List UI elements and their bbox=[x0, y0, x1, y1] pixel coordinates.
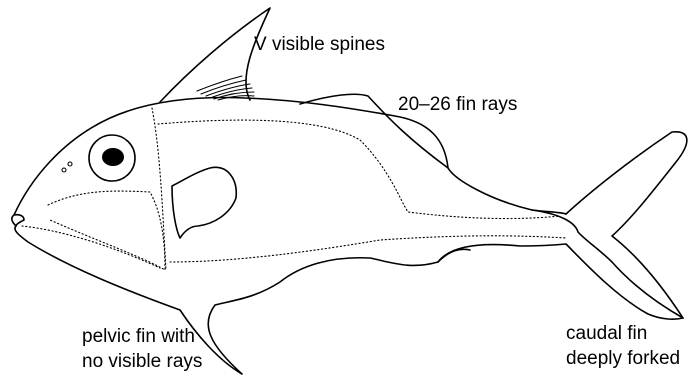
label-fin-rays: 20–26 fin rays bbox=[398, 94, 517, 115]
label-pelvic-line1: pelvic fin with bbox=[82, 326, 195, 347]
label-pelvic-line2: no visible rays bbox=[82, 351, 202, 372]
label-spines: V visible spines bbox=[254, 34, 385, 55]
nostril-rear bbox=[68, 162, 72, 166]
upper-lateral-line bbox=[158, 120, 560, 218]
label-caudal-line2: deeply forked bbox=[566, 348, 680, 369]
label-caudal-line1: caudal fin bbox=[566, 323, 647, 344]
jaw-line bbox=[22, 226, 160, 268]
dorsal-spines bbox=[197, 76, 254, 100]
nostril-front bbox=[62, 168, 66, 172]
eye-pupil bbox=[102, 148, 124, 166]
gill-cover-line bbox=[48, 191, 165, 270]
spinous-dorsal-fin bbox=[160, 8, 270, 102]
anal-fin bbox=[438, 249, 470, 262]
pectoral-fin bbox=[172, 167, 236, 238]
caudal-fin bbox=[566, 132, 687, 318]
